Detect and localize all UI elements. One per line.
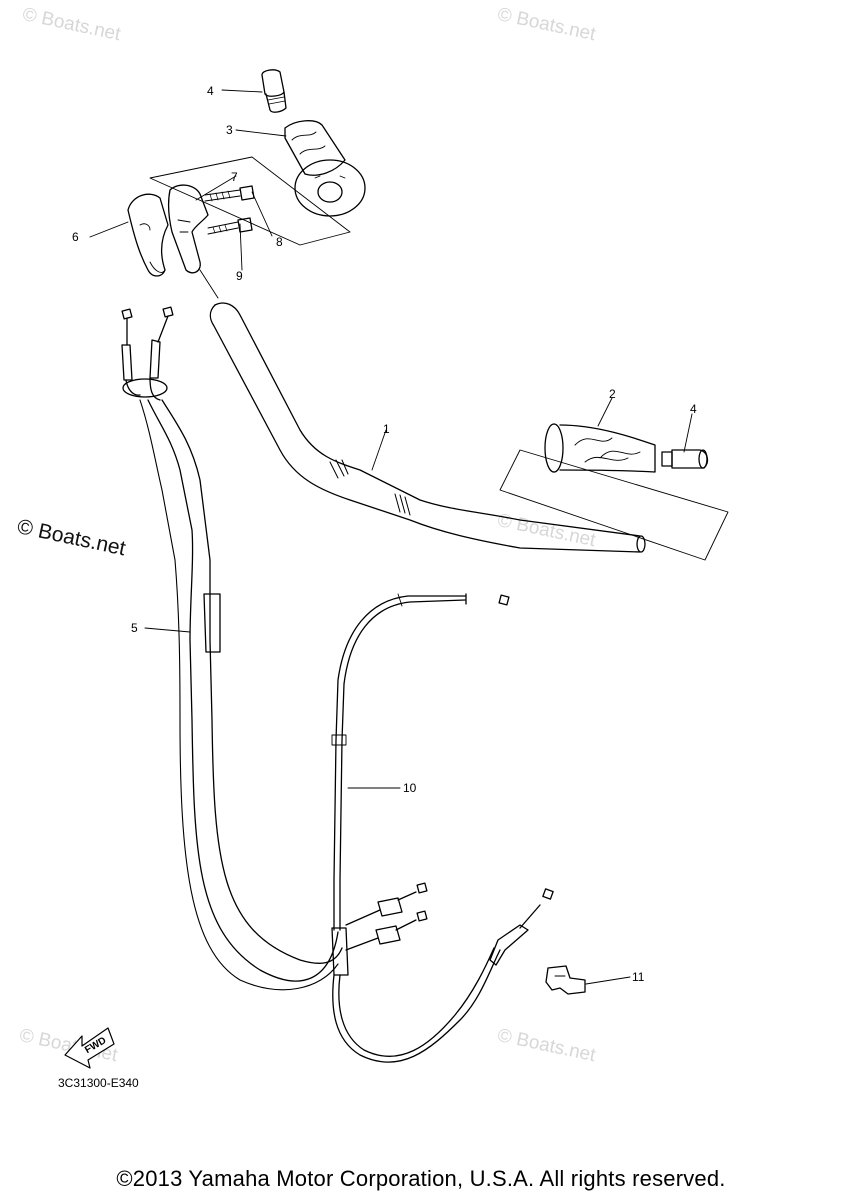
callout-4-right: 4 xyxy=(690,402,697,416)
callout-9: 9 xyxy=(236,269,243,283)
callout-7: 7 xyxy=(231,170,238,184)
throttle-cable-assembly xyxy=(121,306,343,991)
right-grip-assembly xyxy=(499,423,729,561)
copyright-notice: ©2013 Yamaha Motor Corporation, U.S.A. A… xyxy=(116,1166,726,1191)
callout-11: 11 xyxy=(632,970,645,984)
throttle-housing xyxy=(127,184,255,299)
handlebar-part xyxy=(209,302,646,553)
callout-4-left: 4 xyxy=(207,84,214,98)
callout-3: 3 xyxy=(226,123,233,137)
callout-8: 8 xyxy=(276,235,283,249)
callout-6: 6 xyxy=(72,230,79,244)
diagram-code: 3C31300-E340 xyxy=(58,1076,139,1090)
leader-lines xyxy=(89,89,693,985)
left-grip-assembly xyxy=(149,69,366,246)
callout-1: 1 xyxy=(383,422,390,436)
callout-5: 5 xyxy=(131,621,138,635)
clutch-cable-part xyxy=(331,593,510,1063)
callout-10: 10 xyxy=(403,781,417,795)
cable-clamp-part xyxy=(545,965,586,995)
callout-2: 2 xyxy=(609,387,616,401)
cable-adjusters-lower xyxy=(345,882,554,966)
fwd-arrow-icon xyxy=(64,1027,115,1069)
